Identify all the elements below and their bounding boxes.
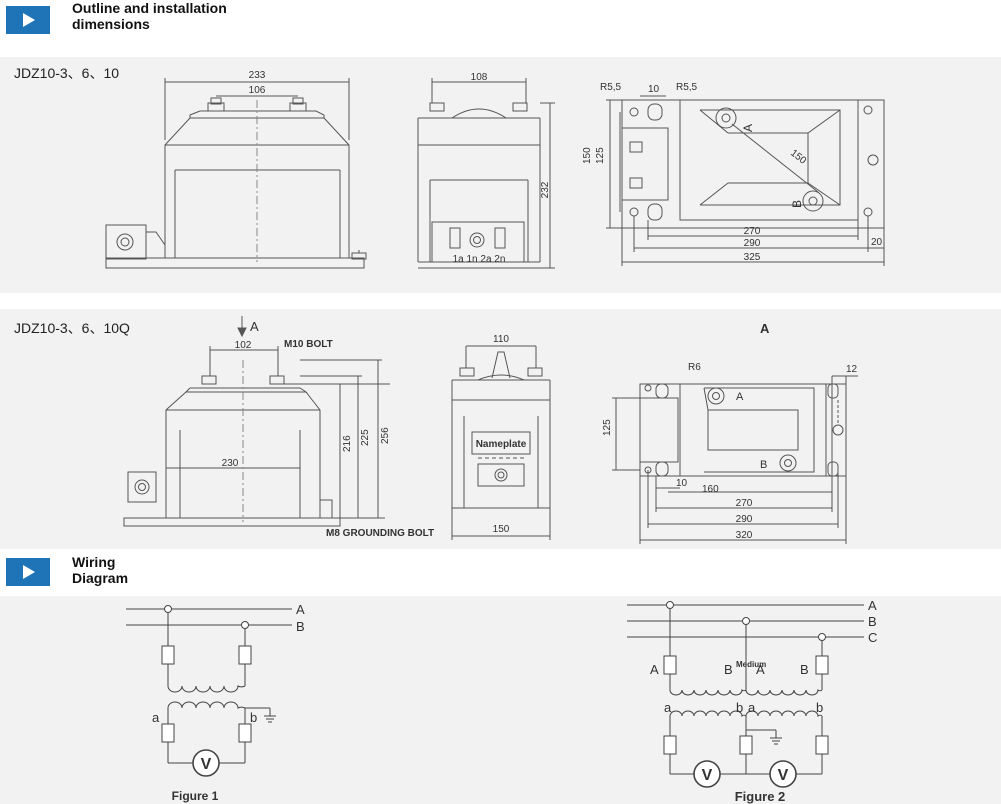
m10-bolt-label: M10 BOLT: [284, 339, 333, 350]
grounding-bolt-label: M8 GROUNDING BOLT: [326, 528, 434, 539]
front-view-2: A 102 M10 BOLT 230 M8 GROUNDING BOLT 216…: [123, 316, 434, 539]
fig1-sec-b: b: [250, 710, 257, 725]
dim-108: 108: [471, 72, 488, 83]
dim-230: 230: [222, 458, 239, 469]
terminal-a-label: A: [741, 124, 755, 132]
figure-2-caption: Figure 2: [735, 789, 786, 804]
fig2-s-a2: a: [748, 700, 756, 715]
fig1-voltmeter-icon: V: [201, 756, 212, 773]
view-a-2: A R6 12 A B 125 10 160 270 290 320: [602, 321, 858, 544]
fig1-sec-a: a: [152, 710, 160, 725]
terminal-labels: 1a 1n 2a 2n: [453, 254, 506, 265]
model-label-jdz10: JDZ10-3、6、10: [14, 65, 120, 81]
terminal-b-label: B: [790, 200, 804, 208]
dim-232: 232: [540, 181, 551, 198]
nameplate-label: Nameplate: [476, 439, 527, 450]
dim-w20: 20: [871, 237, 883, 248]
side-view-2: 110 Nameplate 150: [451, 334, 551, 540]
side-view-1: 108 1a 1n 2a 2n 232: [417, 72, 555, 269]
dim-h150: 150: [582, 147, 593, 164]
fig2-p-a2: A: [756, 662, 765, 677]
front-view-1: 233 106: [105, 70, 367, 269]
fig2-s-a1: a: [664, 700, 672, 715]
dim-w270: 270: [744, 226, 761, 237]
wiring-figure-2: A B C A B A B Medium a b a b: [627, 598, 877, 804]
figure-1-caption: Figure 1: [172, 789, 219, 803]
bottom-view-1: R5,5 10 R5,5 150 A B 150 125 270 290 325: [582, 82, 885, 266]
dim-270-2: 270: [736, 498, 753, 509]
fig2-p-b2: B: [800, 662, 809, 677]
dim-r55-right: R5,5: [676, 82, 698, 93]
dim-125-2: 125: [602, 419, 613, 436]
fig2-bus-b: B: [868, 614, 877, 629]
section-header-wiring: Wiring Diagram: [0, 553, 1001, 591]
dim-10: 10: [648, 84, 660, 95]
dim-r6: R6: [688, 362, 701, 373]
section-band-drawing-2: [0, 309, 1001, 549]
fig2-bus-c: C: [868, 630, 877, 645]
fig2-medium-label: Medium: [736, 660, 766, 669]
play-arrow-icon: [6, 558, 50, 586]
dim-225: 225: [360, 429, 371, 446]
fig2-bus-a: A: [868, 598, 877, 613]
view-arrow-label: A: [250, 319, 259, 334]
dim-233: 233: [249, 70, 266, 81]
section-header-outline: Outline and installation dimensions: [0, 0, 1001, 40]
dim-110: 110: [493, 334, 509, 345]
dim-h125: 125: [595, 147, 606, 164]
fig2-s-b2: b: [816, 700, 823, 715]
dim-diag-150: 150: [788, 148, 808, 167]
fig1-bus-b: B: [296, 619, 305, 634]
wiring-figure-1: A B a b V Figure 1: [126, 602, 305, 803]
dim-160: 160: [702, 484, 719, 495]
dim-216: 216: [342, 435, 353, 452]
dim-10-2: 10: [676, 478, 688, 489]
dim-102: 102: [235, 340, 252, 351]
dim-w325: 325: [744, 252, 761, 263]
fig2-s-b1: b: [736, 700, 743, 715]
section-title-outline: Outline and installation dimensions: [72, 0, 227, 32]
dim-290-2: 290: [736, 514, 753, 525]
section-band-drawing-1: [0, 57, 1001, 293]
terminal-a-label-2: A: [736, 391, 744, 403]
fig1-bus-a: A: [296, 602, 305, 617]
fig2-voltmeter-2-icon: V: [778, 767, 789, 784]
dim-106: 106: [249, 85, 266, 96]
section-band-wiring: [0, 596, 1001, 804]
dim-12: 12: [846, 364, 858, 375]
fig2-p-a1: A: [650, 662, 659, 677]
fig2-voltmeter-1-icon: V: [702, 767, 713, 784]
view-a-title: A: [760, 321, 770, 336]
dim-256: 256: [380, 427, 391, 444]
dim-150: 150: [493, 524, 510, 535]
dim-320: 320: [736, 530, 753, 541]
dim-w290: 290: [744, 238, 761, 249]
terminal-b-label-2: B: [760, 459, 767, 471]
section-title-wiring: Wiring Diagram: [72, 554, 129, 586]
model-label-jdz10q: JDZ10-3、6、10Q: [14, 320, 130, 336]
fig2-p-b1: B: [724, 662, 733, 677]
dim-r55-left: R5,5: [600, 82, 622, 93]
play-arrow-icon: [6, 6, 50, 34]
